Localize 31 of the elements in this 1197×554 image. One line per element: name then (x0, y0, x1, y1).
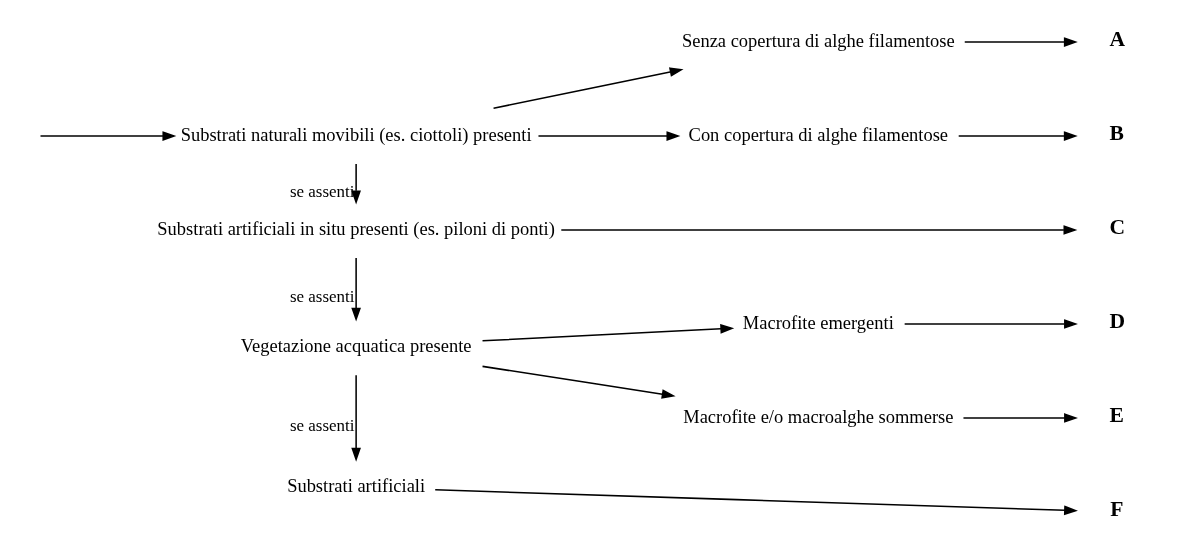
arrow (350, 257, 361, 322)
arrow (537, 131, 680, 141)
node-text: E (1109, 403, 1124, 428)
node-text: B (1109, 121, 1124, 146)
arrow (962, 413, 1078, 423)
node-text: A (1109, 27, 1125, 52)
node-text: Substrati naturali movibili (es. ciottoli) presenti (180, 124, 532, 145)
node-text: Substrati artificiali (286, 476, 425, 497)
arrow (481, 324, 734, 342)
node-text: F (1109, 497, 1123, 522)
arrow (39, 131, 176, 141)
edge-label: se assenti (289, 287, 354, 307)
arrow (903, 319, 1078, 329)
arrow (481, 365, 676, 399)
arrow (560, 225, 1077, 235)
arrow (492, 67, 684, 109)
edge-label: se assenti (289, 181, 354, 201)
node-text: Substrati artificiali in situ presenti (es. piloni di ponti) (156, 218, 555, 239)
node-text: Senza copertura di alghe filamentose (681, 30, 955, 51)
node-text: Con copertura di alghe filamentose (688, 124, 948, 145)
arrow (350, 374, 361, 462)
node-text: D (1109, 309, 1125, 334)
node-text: Macrofite emergenti (742, 312, 894, 333)
arrow (957, 131, 1078, 141)
arrow (433, 489, 1078, 516)
node-text: Vegetazione acquatica presente (240, 335, 471, 356)
arrow (963, 37, 1078, 47)
node-text: Macrofite e/o macroalghe sommerse (682, 406, 953, 427)
arrow (350, 163, 361, 205)
edge-label: se assenti (289, 415, 354, 435)
node-text: C (1109, 215, 1125, 240)
